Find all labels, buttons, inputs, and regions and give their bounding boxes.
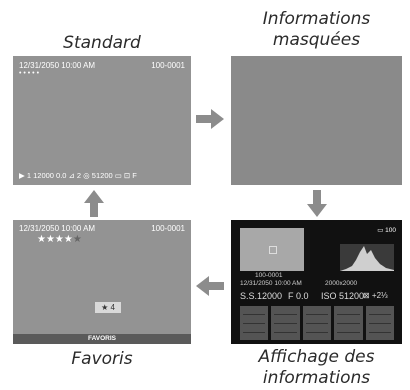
image-thumbnail	[240, 228, 304, 271]
settings-cell	[334, 306, 363, 340]
frame-number: 100-0001	[151, 61, 185, 70]
arrow-up-icon	[84, 190, 104, 217]
info-display-screen: ▭ 100 100-0001 12/31/2050 10:00 AM 2000x…	[231, 220, 402, 344]
rating-value-badge[interactable]: ★ 4	[95, 302, 121, 313]
arrow-down-icon	[307, 190, 327, 217]
aperture: F 0.0	[288, 291, 309, 301]
caption-info-display: Affichage des informations	[231, 347, 402, 389]
datetime: 12/31/2050 10:00 AM	[19, 224, 96, 233]
histogram	[340, 244, 394, 271]
caption-hidden-info: Informations masquées	[231, 9, 402, 51]
status-strip: ▶ 1 12000 0.0 ⊿ 2 ◎ 51200 ▭ ⊡ F	[19, 171, 137, 180]
settings-grid	[240, 306, 395, 340]
stars-filled: ★★★★	[37, 234, 73, 245]
shutter-speed: S.S.12000	[240, 291, 283, 301]
favorites-screen: 12/31/2050 10:00 AM 100-0001 ★★★★★ ★ 4 F…	[13, 220, 191, 344]
caption-info-display-line2: informations	[262, 368, 371, 388]
frame-number: 100-0001	[151, 224, 185, 233]
settings-cell	[271, 306, 300, 340]
iso: ISO 51200	[321, 291, 365, 301]
caption-standard: Standard	[63, 33, 141, 53]
focus-frame-icon	[269, 246, 277, 254]
rating-stars: ★★★★★	[37, 234, 82, 245]
caption-favorites: Favoris	[71, 349, 133, 369]
hidden-info-screen	[231, 56, 402, 185]
caption-info-display-line1: Affichage des	[258, 347, 375, 367]
datetime: 12/31/2050 10:00 AM	[19, 61, 96, 70]
arrow-right-icon	[196, 109, 224, 129]
arrow-left-icon	[196, 276, 224, 296]
stars-empty: ★	[72, 234, 82, 245]
favorites-label-bar: FAVORIS	[13, 334, 191, 344]
resolution: 2000x2000	[325, 280, 358, 287]
settings-cell	[240, 306, 269, 340]
caption-hidden-info-line1: Informations	[262, 9, 371, 29]
battery-indicator: ▭ 100	[377, 227, 396, 234]
datetime: 12/31/2050 10:00 AM	[240, 280, 302, 287]
histogram-curve-icon	[340, 246, 394, 271]
frame-number: 100-0001	[255, 272, 283, 279]
settings-cell	[365, 306, 395, 340]
settings-cell	[302, 306, 332, 340]
rating-dots: • • • • •	[19, 70, 40, 77]
standard-screen: 12/31/2050 10:00 AM 100-0001 • • • • • ▶…	[13, 56, 191, 185]
exposure-compensation: ⊠ +2⅓	[363, 291, 388, 300]
caption-hidden-info-line2: masquées	[272, 30, 361, 50]
